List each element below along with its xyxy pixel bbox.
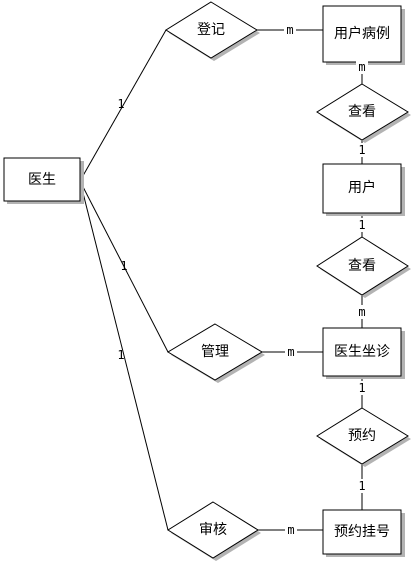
entity-user: 用户 [322,163,405,216]
card-user-view2: 1 [358,218,365,232]
relationship-register-label: 登记 [197,22,225,38]
relationship-register: 登记 [165,1,260,61]
card-view-user: 1 [358,143,365,157]
card-doctor-manage: 1 [120,259,127,273]
entity-appointment-label: 预约挂号 [334,524,390,540]
relationship-review: 审核 [167,501,261,561]
card-review-appointment: m [287,523,294,537]
edge-doctor-review [79,180,169,531]
entity-appointment: 预约挂号 [322,509,405,557]
relationship-book-label: 预约 [348,428,376,444]
relationship-view-clinic: 查看 [316,236,411,298]
relationship-review-label: 审核 [199,522,227,538]
card-register-record: m [286,23,293,37]
entity-doctor-clinic-label: 医生坐诊 [334,344,390,360]
card-doctor-review: 1 [117,348,124,362]
card-book-appointment: 1 [358,479,365,493]
relationship-book: 预约 [316,407,411,467]
entity-doctor: 医生 [3,157,84,204]
entity-user-record: 用户病例 [322,5,405,65]
relationship-manage: 管理 [167,323,265,383]
relationship-manage-label: 管理 [201,344,229,360]
cardinality-labels: 1 m m 1 1 m 1 m 1 1 1 m [117,23,368,537]
edges [79,29,363,531]
entity-user-record-label: 用户病例 [334,25,390,42]
card-manage-clinic: m [287,345,294,359]
edge-doctor-manage [79,180,169,353]
card-doctor-register: 1 [117,97,124,111]
relationship-view-record-label: 查看 [348,104,376,120]
entity-doctor-label: 医生 [28,172,56,188]
card-view2-clinic: m [358,305,365,319]
relationship-view-record: 查看 [316,83,411,143]
entity-user-label: 用户 [348,179,376,196]
card-clinic-book: 1 [358,381,365,395]
edge-doctor-register [79,29,167,182]
card-record-view: m [358,60,365,74]
entity-doctor-clinic: 医生坐诊 [322,327,405,379]
relationship-view-clinic-label: 查看 [348,258,376,274]
